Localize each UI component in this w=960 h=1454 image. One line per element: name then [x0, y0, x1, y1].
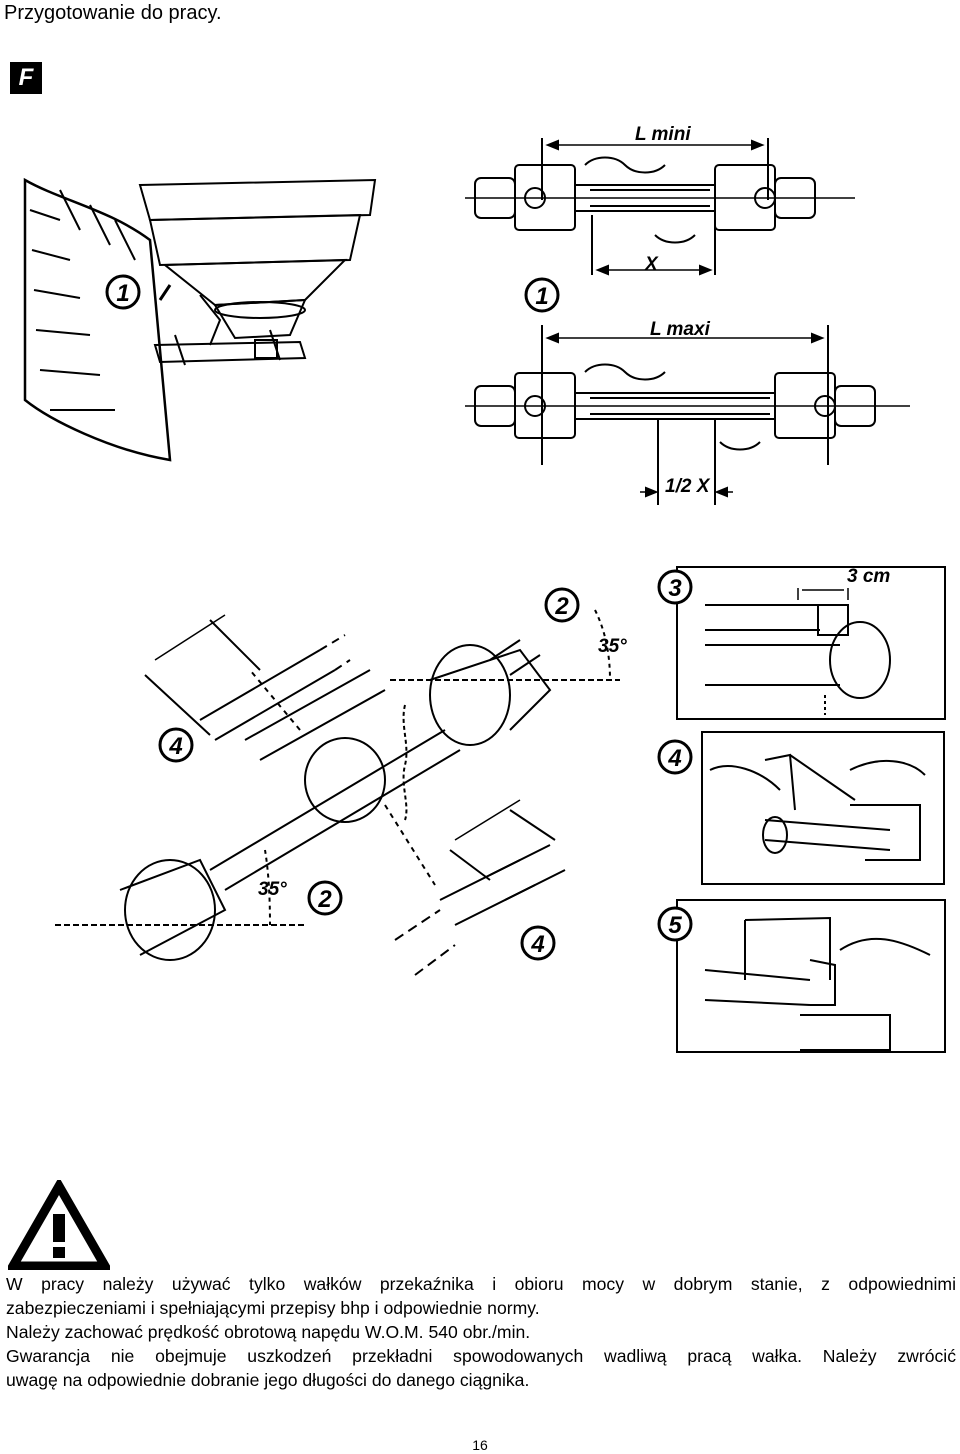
- svg-text:2: 2: [554, 593, 569, 620]
- label-angle-bottom: 35°: [258, 879, 287, 900]
- section-marker: F: [10, 62, 42, 94]
- svg-text:4: 4: [530, 931, 544, 958]
- label-l-mini: L mini: [635, 124, 691, 145]
- label-angle-top: 35°: [598, 636, 627, 657]
- shaft-angle-diagram: 35° 35° 2 2 4 4: [55, 587, 627, 976]
- label-l-maxi: L maxi: [650, 319, 711, 340]
- callout-2: 2: [544, 587, 580, 623]
- callout-4: 4: [158, 727, 194, 763]
- svg-text:5: 5: [668, 912, 682, 939]
- spreader-illustration: 1: [23, 177, 377, 462]
- callout-3: 3: [657, 569, 693, 605]
- body-line: uwagę na odpowiednie dobranie jego długo…: [6, 1370, 530, 1390]
- label-x: X: [644, 254, 659, 275]
- page-title: Przygotowanie do pracy.: [4, 2, 222, 24]
- svg-text:1: 1: [116, 280, 129, 307]
- callout-1: 1: [524, 277, 560, 313]
- svg-text:4: 4: [168, 733, 182, 760]
- body-line: Gwarancja nie obejmuje uszkodzeń przekła…: [6, 1346, 956, 1366]
- svg-text:1: 1: [535, 283, 548, 310]
- svg-text:3: 3: [668, 575, 682, 602]
- body-line: Należy zachować prędkość obrotową napędu…: [6, 1322, 531, 1342]
- body-line: zabezpieczeniami i spełniającymi przepis…: [6, 1298, 540, 1318]
- callout-2: 2: [307, 880, 343, 916]
- warning-icon: [8, 1180, 110, 1270]
- callout-1: 1: [105, 274, 141, 310]
- page-number: 16: [472, 1437, 488, 1453]
- shaft-length-diagram: L mini X L maxi 1/2 X 1: [465, 124, 910, 505]
- label-cm: 3 cm: [847, 566, 890, 587]
- callout-4: 4: [657, 739, 693, 775]
- label-half-x: 1/2 X: [665, 476, 711, 497]
- callout-5: 5: [657, 906, 693, 942]
- warning-text: W pracy należy używać tylko wałków przek…: [6, 1272, 956, 1392]
- callout-4: 4: [520, 925, 556, 961]
- body-line: W pracy należy używać tylko wałków przek…: [6, 1274, 956, 1294]
- cutting-steps-panels: 3 cm 3 4 5: [657, 566, 946, 1053]
- svg-text:4: 4: [667, 745, 681, 772]
- svg-text:2: 2: [317, 886, 332, 913]
